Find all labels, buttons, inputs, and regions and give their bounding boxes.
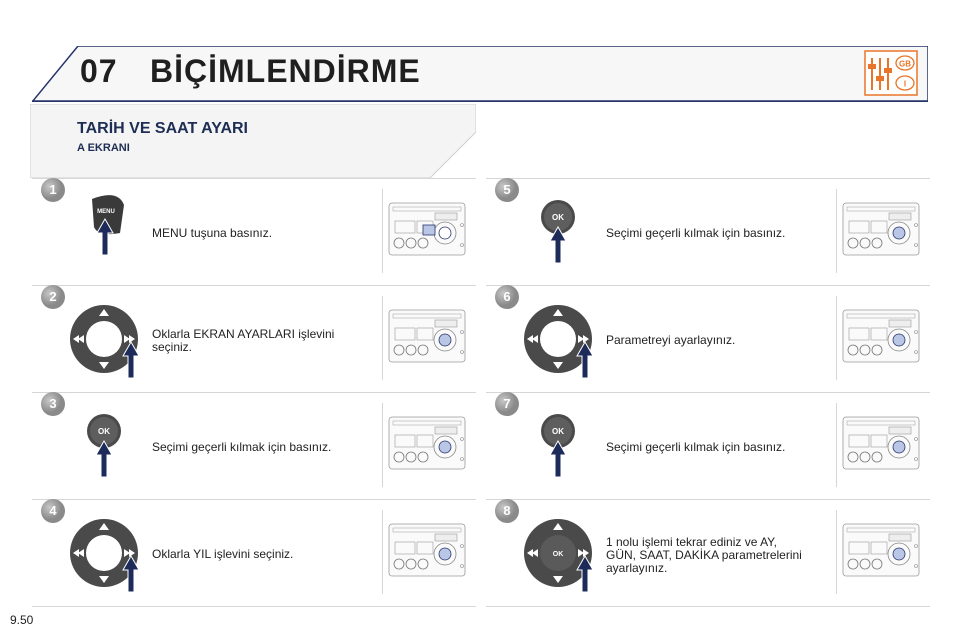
radio-unit-illustration [382,403,469,487]
instruction-line: 1 nolu işlemi tekrar ediniz ve AY, [606,535,777,549]
press-arrow-icon [576,340,594,379]
instruction-line: MENU tuşuna basınız. [152,226,273,240]
step-number-badge: 4 [40,498,66,524]
step-instruction: MENU tuşuna basınız. [152,227,372,240]
step-instruction: Seçimi geçerli kılmak için basınız. [606,227,826,240]
step-row-1: 1 MENU MENU tuşuna basınız. [32,178,476,285]
step-number-badge: 1 [40,177,66,203]
language-flag-icon: GB I [864,50,918,96]
step-number-badge: 8 [494,498,520,524]
step-row-6: 6 Parametreyi ayarlayınız. [486,285,930,392]
chapter-number: 07 [80,53,118,89]
instruction-line: Seçimi geçerli kılmak için basınız. [152,440,332,454]
instruction-line: Seçimi geçerli kılmak için basınız. [606,226,786,240]
step-row-5: 5 OK Seçimi geçerli kılmak için basınız. [486,178,930,285]
press-arrow-icon [549,439,567,478]
radio-unit-illustration [382,296,469,380]
arrow-pad-icon [68,508,152,598]
step-instruction: 1 nolu işlemi tekrar ediniz ve AY,GÜN, S… [606,536,826,575]
instruction-line: Oklarla EKRAN AYARLARI işlevini [152,327,335,341]
step-number-badge: 6 [494,284,520,310]
step-instruction: Seçimi geçerli kılmak için basınız. [606,441,826,454]
ok-button-icon: OK [522,401,606,491]
page-title: BİÇİMLENDİRME [150,53,421,89]
menu-button-icon: MENU [68,187,152,277]
arrow-pad-ok-icon: OK [522,508,606,598]
svg-text:OK: OK [98,427,110,436]
ok-button-icon: OK [68,401,152,491]
header-band [32,46,928,102]
press-arrow-icon [122,554,140,593]
instruction-line: Oklarla YIL işlevini seçiniz. [152,547,294,561]
radio-unit-illustration [836,403,923,487]
svg-text:OK: OK [553,551,564,558]
svg-text:OK: OK [552,427,564,436]
section-subtitle: A EKRANI [77,142,130,154]
step-instruction: Oklarla YIL işlevini seçiniz. [152,548,372,561]
step-number-badge: 3 [40,391,66,417]
press-arrow-icon [96,217,114,256]
instruction-line: Seçimi geçerli kılmak için basınız. [606,440,786,454]
step-number: 1 [49,182,57,197]
ok-button-icon: OK [522,187,606,277]
instruction-line: Parametreyi ayarlayınız. [606,333,736,347]
radio-unit-illustration [382,189,469,273]
step-number-badge: 2 [40,284,66,310]
step-row-4: 4 Oklarla YIL işlevini seçiniz. [32,499,476,607]
svg-text:OK: OK [552,213,564,222]
flag-top-label: GB [899,60,911,69]
radio-unit-illustration [836,189,923,273]
instruction-line: ayarlayınız. [606,561,668,575]
step-number: 3 [49,396,57,411]
instruction-line: seçiniz. [152,340,193,354]
step-instruction: Seçimi geçerli kılmak için basınız. [152,441,372,454]
step-number: 4 [49,503,57,518]
svg-text:MENU: MENU [97,209,115,215]
step-number-badge: 7 [494,391,520,417]
press-arrow-icon [95,439,113,478]
instruction-line: GÜN, SAAT, DAKİKA parametrelerini [606,548,802,562]
step-row-7: 7 OK Seçimi geçerli kılmak için basınız. [486,392,930,499]
radio-unit-illustration [836,296,923,380]
step-row-3: 3 OK Seçimi geçerli kılmak için basınız. [32,392,476,499]
radio-unit-illustration [836,510,923,594]
step-row-8: 8 OK 1 nolu işlemi tekrar ediniz ve AY,G… [486,499,930,607]
step-instruction: Parametreyi ayarlayınız. [606,334,826,347]
page-number: 9.50 [10,613,34,627]
section-title: TARİH VE SAAT AYARI [77,120,248,137]
press-arrow-icon [122,340,140,379]
press-arrow-icon [549,225,567,264]
section-band [30,104,476,178]
step-number: 5 [503,182,511,197]
step-number: 6 [503,289,511,304]
step-number-badge: 5 [494,177,520,203]
step-number: 2 [49,289,57,304]
flag-bottom-label: I [904,80,906,89]
press-arrow-icon [576,554,594,593]
step-number: 8 [503,503,511,518]
radio-unit-illustration [382,510,469,594]
arrow-pad-icon [522,294,606,384]
step-number: 7 [503,396,511,411]
arrow-pad-icon [68,294,152,384]
